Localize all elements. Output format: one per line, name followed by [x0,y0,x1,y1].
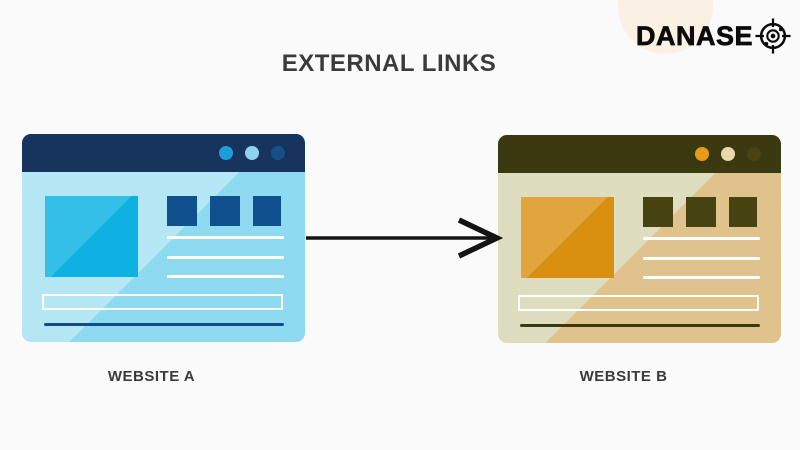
titlebar-dot [721,147,735,161]
website-b-label: WEBSITE B [579,368,668,385]
thumbnail-block [167,196,197,226]
input-bar-placeholder [518,295,759,311]
text-line-placeholder [167,256,284,259]
thumbnail-row [167,196,284,226]
thumbnail-block [253,196,281,226]
text-line-placeholder [643,257,760,260]
thumbnail-block [686,197,716,227]
titlebar-dot [747,147,761,161]
browser-content [22,172,305,342]
page-title: EXTERNAL LINKS [281,50,497,77]
footer-line [520,324,760,327]
website-a-label: WEBSITE A [107,368,196,385]
thumbnail-block [729,197,757,227]
text-line-placeholder [643,276,760,279]
text-line-placeholder [167,275,284,278]
browser-content [498,173,781,343]
text-line-placeholder [167,236,284,239]
thumbnail-row [643,197,760,227]
website-a-window [22,134,305,342]
input-bar-placeholder [42,294,283,310]
external-link-arrow [306,217,503,259]
titlebar-dot [695,147,709,161]
target-scope-icon [755,18,791,54]
image-placeholder [521,197,614,278]
titlebar-dot [271,146,285,160]
website-b-window [498,135,781,343]
browser-titlebar [22,134,305,172]
titlebar-dot [245,146,259,160]
brand-logo: DANASE [636,16,792,56]
footer-line [44,323,284,326]
browser-titlebar [498,135,781,173]
image-placeholder [45,196,138,277]
thumbnail-block [210,196,240,226]
brand-name: DANASE [636,20,754,51]
titlebar-dot [219,146,233,160]
thumbnail-block [643,197,673,227]
text-line-placeholder [643,237,760,240]
